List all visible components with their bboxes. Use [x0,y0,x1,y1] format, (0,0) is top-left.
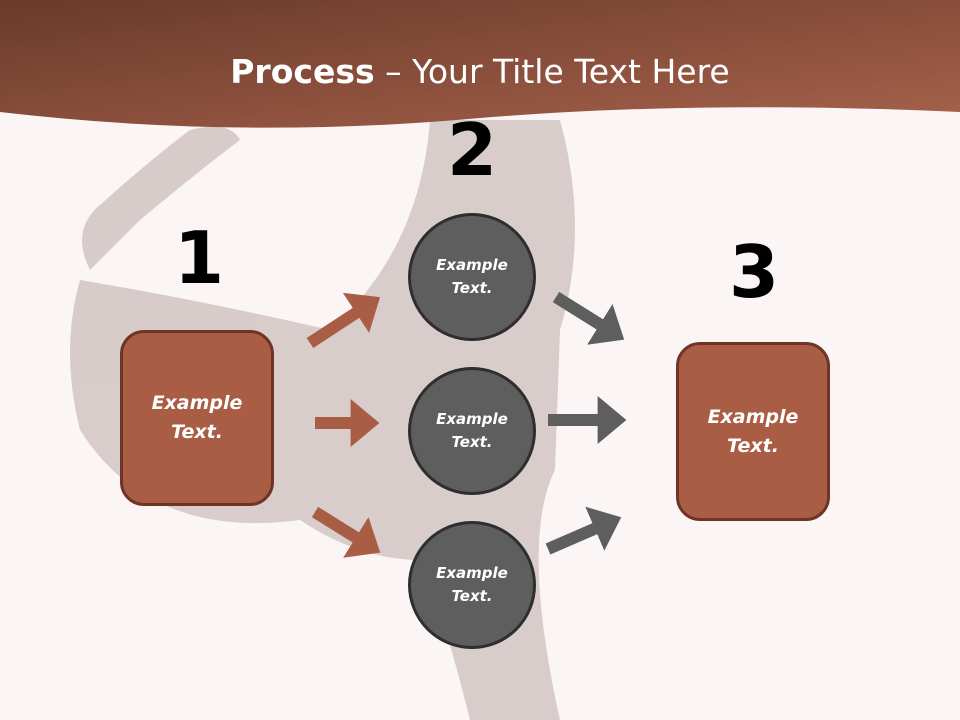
circle-text-line: Example [436,410,508,428]
circle-text-line: Text. [451,587,493,605]
circle-text-line: Text. [451,279,493,297]
arrow-1-to-2c [311,506,381,558]
header-band [0,0,960,128]
slide-title: Process – Your Title Text Here [0,52,960,91]
box-text-line: Example [707,405,799,428]
step-number-3: 3 [728,230,780,314]
circle-text-line: Example [436,564,508,582]
step-number-1: 1 [173,216,225,300]
arrow-1-to-2a [306,292,381,349]
circle-text-line: Text. [451,433,493,451]
arrow-2a-to-3 [552,291,625,345]
box-text-line: Example [151,392,243,414]
arrow-2c-to-3 [545,506,622,555]
title-bold: Process [230,52,375,91]
box-text-line: Text. [171,421,223,443]
title-rest: – Your Title Text Here [374,52,730,91]
step-number-2: 2 [446,108,498,192]
box-text-line: Text. [727,434,779,457]
circle-text-line: Example [436,256,508,274]
